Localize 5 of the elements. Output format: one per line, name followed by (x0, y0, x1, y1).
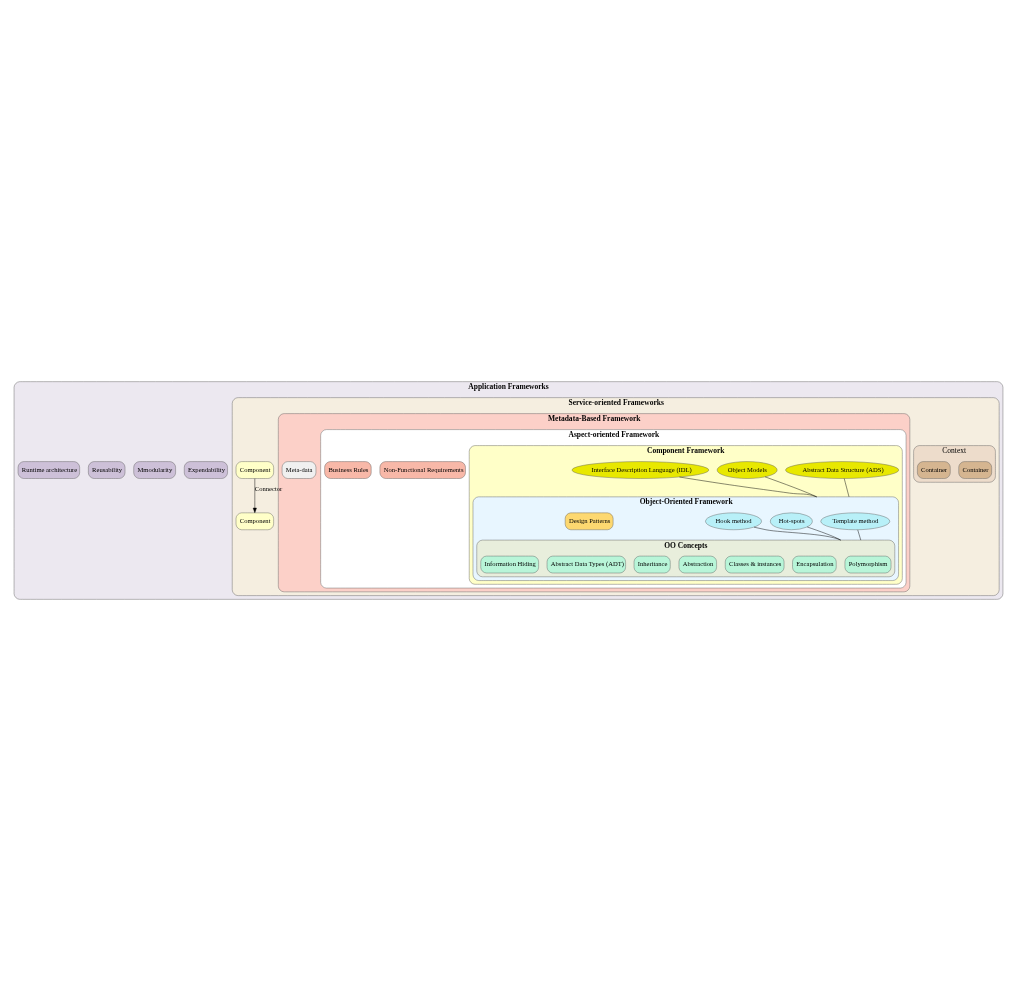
arrow (252, 478, 257, 513)
connector (764, 476, 817, 498)
connector (753, 526, 841, 541)
connector (679, 476, 817, 498)
connector (806, 526, 841, 541)
